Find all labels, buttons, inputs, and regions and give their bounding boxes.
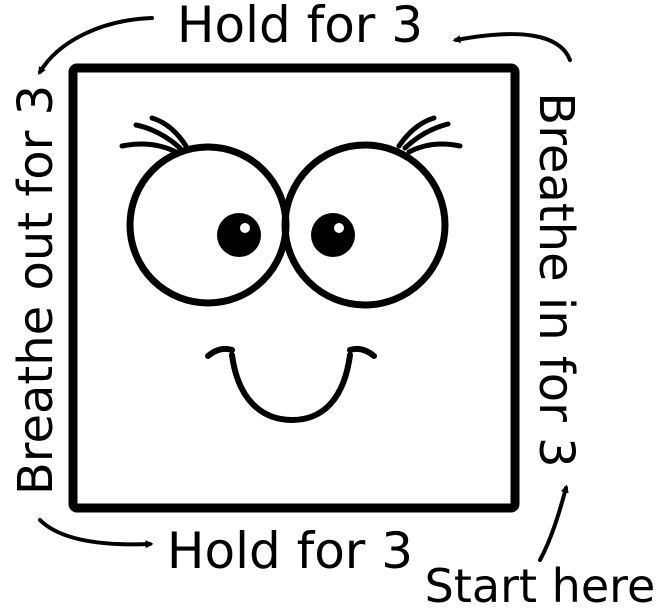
right-label: Breathe in for 3	[528, 92, 584, 467]
top-label: Hold for 3	[177, 0, 423, 54]
left-eye-icon	[126, 143, 290, 307]
start-arrow-icon	[538, 484, 569, 562]
breathing-square	[68, 63, 520, 513]
top-right-arrow-icon	[452, 32, 572, 62]
left-pupil-icon	[217, 213, 261, 257]
arrows	[38, 16, 572, 562]
top-left-arrow-icon	[38, 16, 154, 75]
right-eyelash-icon	[396, 115, 463, 155]
left-label: Breathe out for 3	[8, 85, 64, 495]
start-label: Start here	[425, 559, 656, 609]
left-eyelash-icon	[119, 115, 189, 155]
right-pupil-icon	[311, 213, 355, 257]
smile-icon	[205, 345, 377, 424]
right-eye-icon	[281, 141, 449, 309]
bottom-left-arrow-icon	[38, 518, 154, 549]
face-icon	[119, 115, 463, 424]
bottom-label: Hold for 3	[167, 522, 413, 580]
